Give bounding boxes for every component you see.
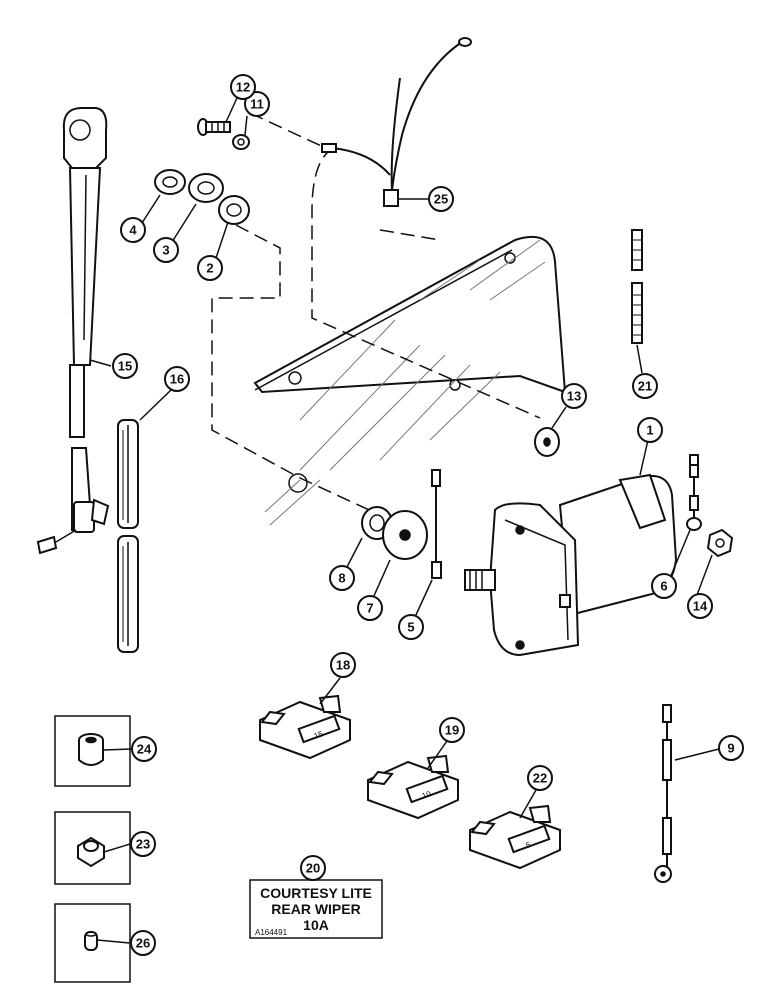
panel-hatching xyxy=(264,239,546,526)
callout-21: 21 xyxy=(632,373,658,399)
svg-text:2: 2 xyxy=(206,261,213,276)
ring-terminal-wire-6[interactable] xyxy=(686,454,702,531)
dashed-assembly-lines xyxy=(211,112,541,516)
threaded-rod[interactable] xyxy=(631,229,643,344)
mounting-panel xyxy=(253,235,567,526)
callout-15: 15 xyxy=(112,353,138,379)
label-part-code: A164491 xyxy=(255,928,288,937)
callout-14: 14 xyxy=(687,593,713,619)
callout-2: 2 xyxy=(197,255,223,281)
svg-text:26: 26 xyxy=(136,936,150,951)
callout-16: 16 xyxy=(164,366,190,392)
callout-26: 26 xyxy=(130,930,156,956)
leader-lines xyxy=(89,97,720,944)
washer-7[interactable] xyxy=(382,510,428,560)
svg-text:4: 4 xyxy=(129,223,137,238)
callout-22: 22 xyxy=(527,765,553,791)
callout-8: 8 xyxy=(329,565,355,591)
inset-box-26[interactable] xyxy=(54,903,131,983)
callout-3: 3 xyxy=(153,237,179,263)
svg-text:7: 7 xyxy=(366,601,373,616)
callout-18: 18 xyxy=(330,652,356,678)
callout-12: 12 xyxy=(230,74,256,100)
svg-text:14: 14 xyxy=(693,599,708,614)
fuse-22-rating: 5 xyxy=(525,840,533,850)
svg-text:25: 25 xyxy=(434,192,448,207)
callout-23: 23 xyxy=(130,831,156,857)
nut-4[interactable] xyxy=(154,169,186,195)
fuse-19-rating: 10 xyxy=(421,789,433,801)
callout-1: 1 xyxy=(637,417,663,443)
callout-9: 9 xyxy=(718,735,744,761)
svg-text:22: 22 xyxy=(533,771,547,786)
callout-24: 24 xyxy=(131,736,157,762)
screw-12[interactable] xyxy=(197,118,231,136)
callout-6: 6 xyxy=(651,573,677,599)
callout-4: 4 xyxy=(120,217,146,243)
washer-2[interactable] xyxy=(218,195,250,225)
wiper-arm[interactable] xyxy=(36,107,110,555)
svg-text:8: 8 xyxy=(338,571,345,586)
svg-text:19: 19 xyxy=(445,723,459,738)
callout-11: 11 xyxy=(244,91,270,117)
svg-text:15: 15 xyxy=(118,359,132,374)
nut-14[interactable] xyxy=(706,528,734,558)
fuse-22[interactable]: 5 xyxy=(469,804,561,870)
nut-11[interactable] xyxy=(232,134,250,150)
fuse-18[interactable]: 15 xyxy=(259,694,351,760)
callout-20: 20 xyxy=(300,855,326,881)
svg-text:20: 20 xyxy=(306,861,320,876)
callout-5: 5 xyxy=(398,614,424,640)
svg-text:18: 18 xyxy=(336,658,350,673)
svg-text:23: 23 xyxy=(136,837,150,852)
fuse-19[interactable]: 10 xyxy=(367,754,459,820)
lead-wire-5[interactable] xyxy=(431,469,442,579)
svg-text:5: 5 xyxy=(407,620,414,635)
label-line-3: 10A xyxy=(303,917,329,933)
svg-text:13: 13 xyxy=(567,389,581,404)
callout-7: 7 xyxy=(357,595,383,621)
callout-13: 13 xyxy=(561,383,587,409)
wire-harness[interactable] xyxy=(321,37,472,207)
callout-19: 19 xyxy=(439,717,465,743)
svg-text:11: 11 xyxy=(250,97,264,112)
washer-13[interactable] xyxy=(534,427,560,457)
callout-25: 25 xyxy=(428,186,454,212)
label-line-2: REAR WIPER xyxy=(271,901,360,917)
fuse-18-rating: 15 xyxy=(313,729,325,741)
svg-text:6: 6 xyxy=(660,579,667,594)
washer-3[interactable] xyxy=(188,173,224,203)
svg-text:9: 9 xyxy=(727,741,734,756)
wiper-blade[interactable] xyxy=(117,419,139,653)
label-line-1: COURTESY LITE xyxy=(260,885,372,901)
label-decal[interactable]: COURTESY LITE REAR WIPER 10A A164491 xyxy=(249,879,383,939)
wiper-motor[interactable] xyxy=(464,473,678,657)
svg-text:12: 12 xyxy=(236,80,250,95)
svg-text:1: 1 xyxy=(646,423,653,438)
inset-box-24[interactable] xyxy=(54,715,131,787)
svg-text:24: 24 xyxy=(137,742,152,757)
svg-text:16: 16 xyxy=(170,372,184,387)
svg-text:21: 21 xyxy=(638,379,652,394)
jumper-wire-9[interactable] xyxy=(654,704,672,883)
svg-text:3: 3 xyxy=(162,243,169,258)
